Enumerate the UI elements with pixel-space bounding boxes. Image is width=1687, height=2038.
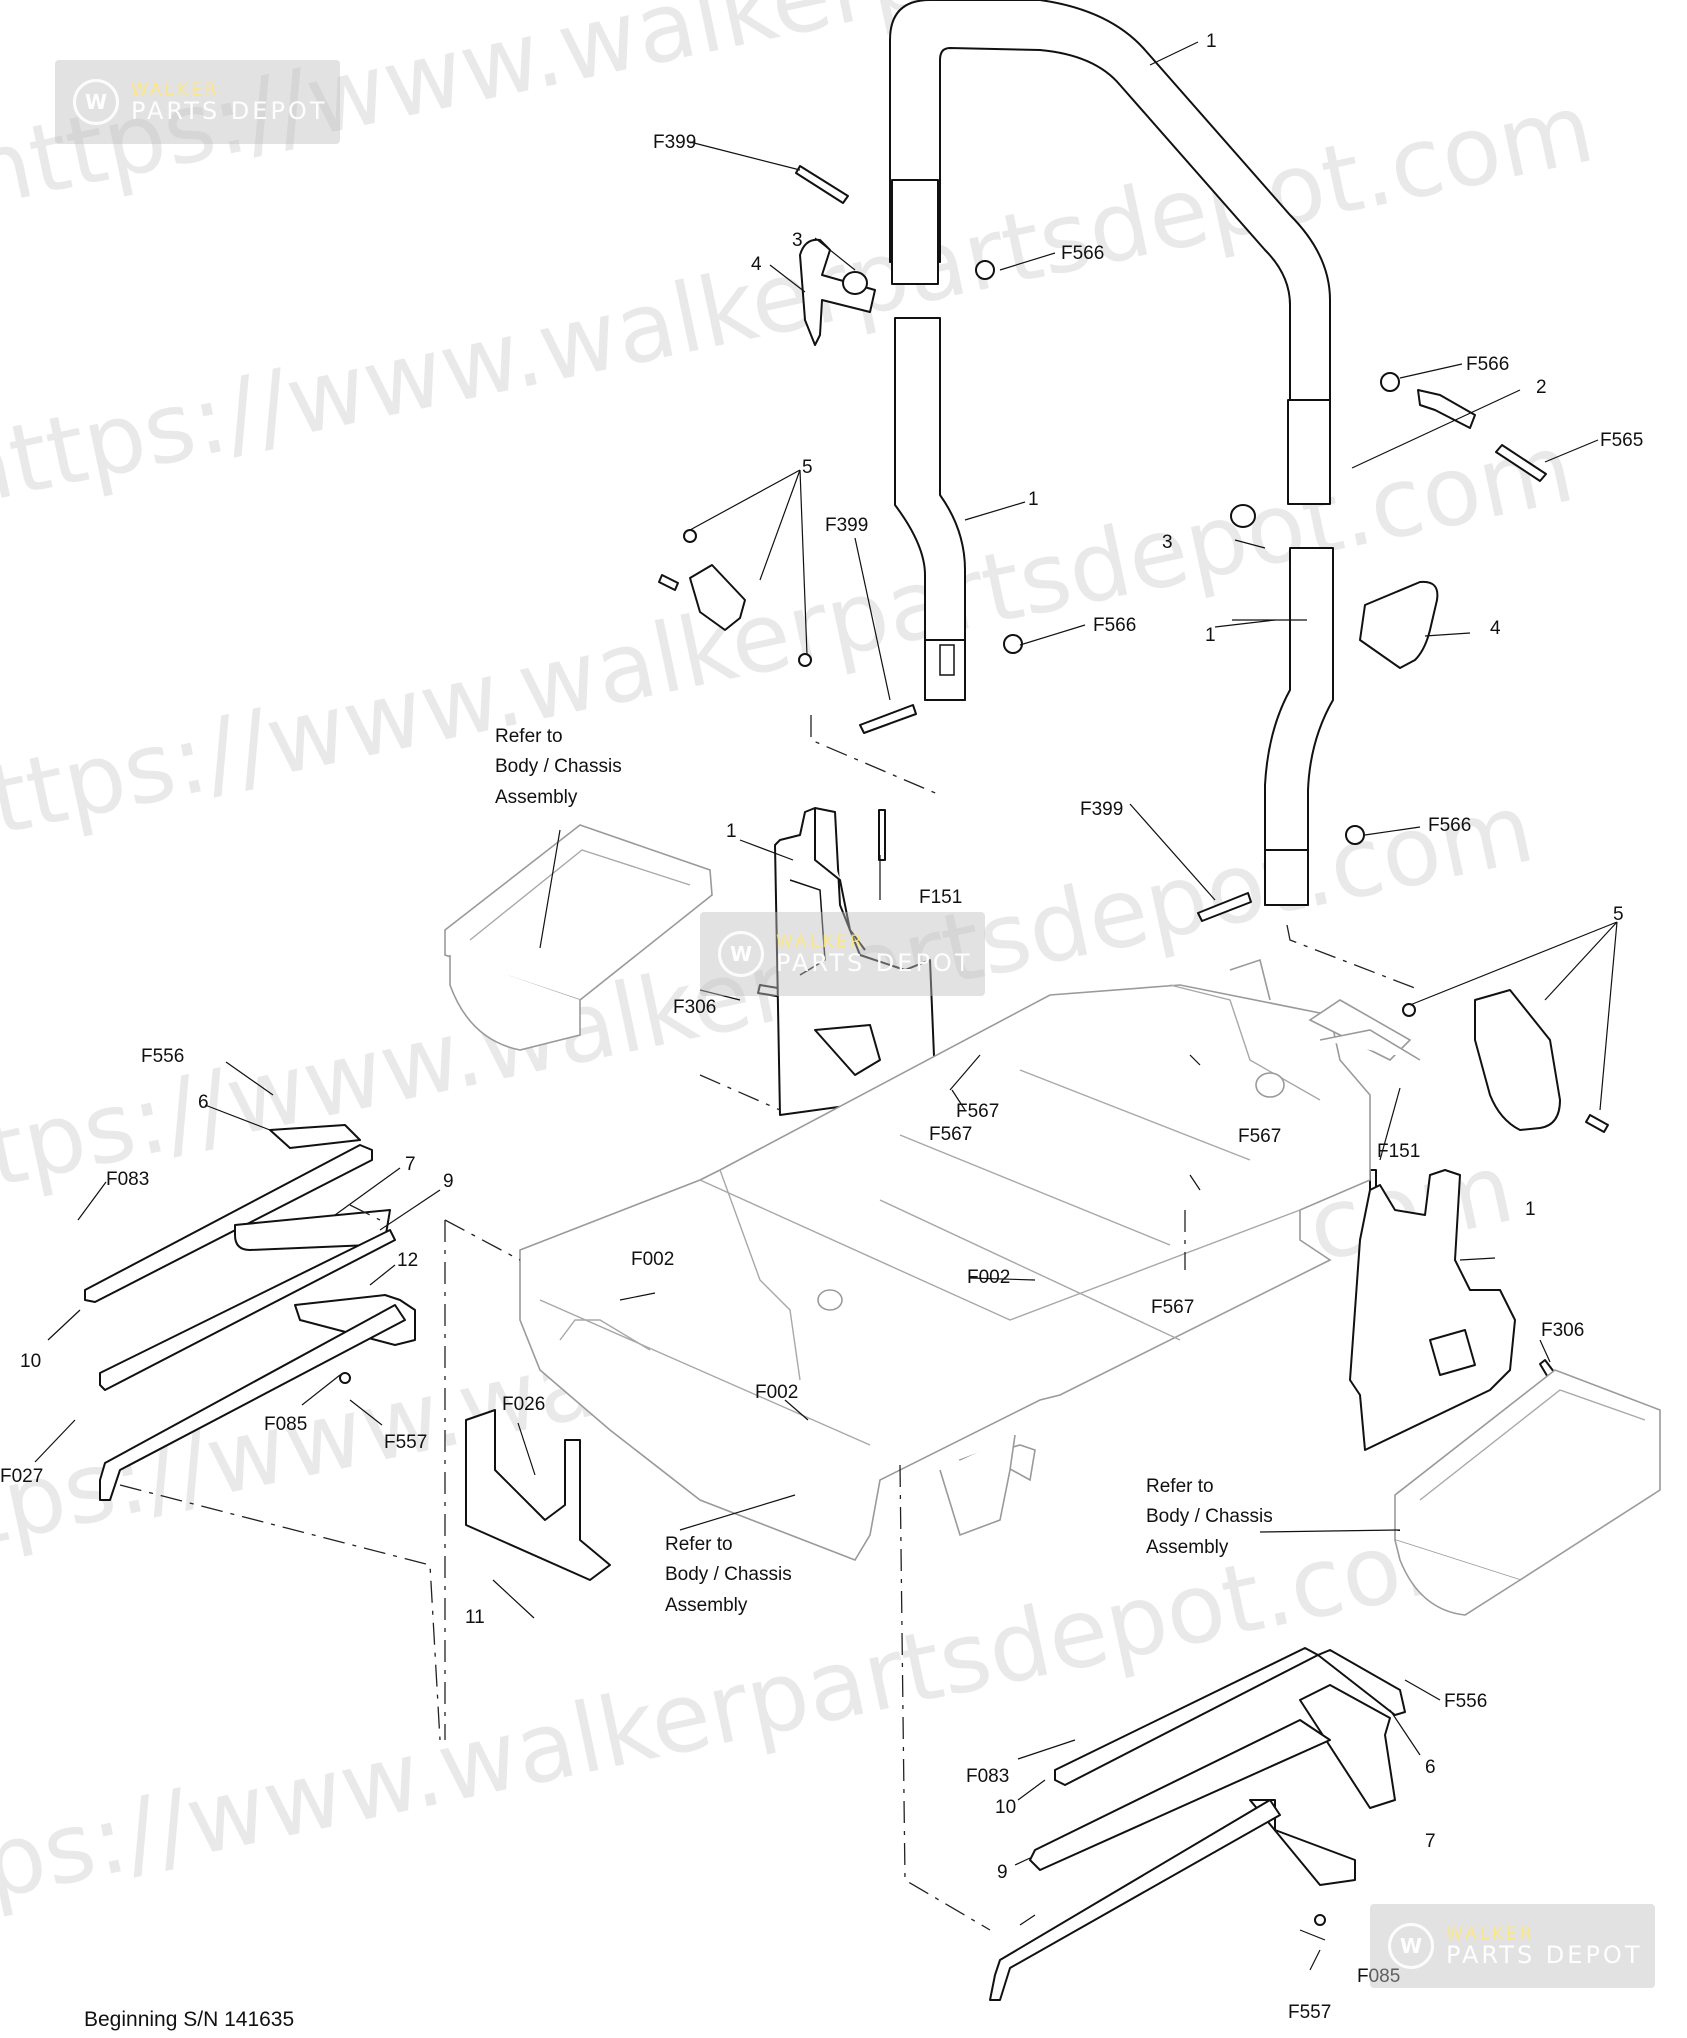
callout-12: 12: [397, 1250, 418, 1271]
callout-f306: F306: [673, 997, 716, 1018]
reference-line: Refer to: [495, 726, 563, 747]
reference-line: Refer to: [1146, 1476, 1214, 1497]
callout-f557: F557: [1288, 2002, 1331, 2023]
serial-number-note: Beginning S/N 141635: [84, 2008, 295, 2031]
reference-line: Assembly: [665, 1595, 748, 1616]
roll-bar-right-upright: [1264, 547, 1334, 906]
reference-line: Refer to: [665, 1534, 733, 1555]
reference-line: Body / Chassis: [1146, 1506, 1273, 1527]
bracket-2: [1417, 389, 1476, 429]
callout-f565: F565: [1600, 430, 1643, 451]
leader-lines: [34, 41, 1618, 1971]
callout-f083: F083: [966, 1766, 1009, 1787]
callout-10: 10: [20, 1351, 41, 1372]
callout-1: 1: [1206, 31, 1217, 52]
callout-11: 11: [465, 1607, 485, 1628]
callout-6: 6: [1425, 1757, 1436, 1778]
callout-f085: F085: [264, 1414, 307, 1435]
callout-f566: F566: [1061, 243, 1104, 264]
callout-f556: F556: [141, 1046, 184, 1067]
reference-line: Assembly: [1146, 1537, 1229, 1558]
assembly-lines: [119, 715, 1421, 1931]
reference-note-a: Refer to Body / Chassis Assembly: [495, 726, 622, 808]
callout-1: 1: [1028, 489, 1039, 510]
reference-line: Body / Chassis: [665, 1564, 792, 1585]
bolts: [658, 165, 1609, 1385]
callout-f002: F002: [755, 1382, 798, 1403]
callout-3: 3: [1162, 532, 1173, 553]
callout-f151: F151: [1377, 1141, 1420, 1162]
callout-f567: F567: [956, 1101, 999, 1122]
callout-f567: F567: [929, 1124, 972, 1145]
callout-9: 9: [997, 1862, 1008, 1883]
reference-line: Body / Chassis: [495, 756, 622, 777]
callout-f556: F556: [1444, 1691, 1487, 1712]
callout-f557: F557: [384, 1432, 427, 1453]
callout-1: 1: [1525, 1199, 1536, 1220]
rops-bracket-right: [1349, 1169, 1516, 1451]
callout-5: 5: [802, 457, 813, 478]
callout-f026: F026: [502, 1394, 545, 1415]
callout-f002: F002: [631, 1249, 674, 1270]
chassis-reference: [519, 958, 1421, 1561]
reference-note-b: Refer to Body / Chassis Assembly: [665, 1534, 792, 1616]
roll-bar-hoop: [889, 0, 1331, 505]
callout-labels: 1 F399 3 F566 4 F566 2 F565 5 1 3 F399 F…: [0, 31, 1643, 2023]
callout-2: 2: [1536, 377, 1547, 398]
handle-5-right: [1474, 989, 1561, 1131]
rear-shield-11: [465, 1409, 611, 1581]
callout-f399: F399: [653, 132, 696, 153]
callout-f002: F002: [967, 1267, 1010, 1288]
latch-pin-left: [799, 238, 1439, 669]
callout-3: 3: [792, 230, 803, 251]
callout-4: 4: [1490, 618, 1501, 639]
callout-f567: F567: [1151, 1297, 1194, 1318]
callout-f027: F027: [0, 1466, 43, 1487]
fender-plates-right: [989, 1647, 1406, 2001]
fender-box-right: [1394, 1369, 1661, 1616]
fender-plates-left: [84, 1124, 416, 1501]
roll-bar-left-upright: [894, 317, 966, 701]
callout-5: 5: [1613, 904, 1624, 925]
callout-4: 4: [751, 254, 762, 275]
callout-f306: F306: [1541, 1320, 1584, 1341]
callout-f566: F566: [1466, 354, 1509, 375]
callout-9: 9: [443, 1171, 454, 1192]
reference-note-c: Refer to Body / Chassis Assembly: [1146, 1476, 1273, 1558]
rops-bracket-left: [774, 807, 936, 1116]
callout-f085: F085: [1357, 1966, 1400, 1987]
callout-7: 7: [1425, 1831, 1436, 1852]
callout-6: 6: [198, 1092, 209, 1113]
callout-f566: F566: [1093, 615, 1136, 636]
callout-1: 1: [726, 821, 737, 842]
reference-line: Assembly: [495, 787, 578, 808]
callout-7: 7: [405, 1154, 416, 1175]
callout-f399: F399: [825, 515, 868, 536]
fender-box-left: [444, 824, 713, 1051]
callout-f566: F566: [1428, 815, 1471, 836]
callout-10: 10: [995, 1797, 1016, 1818]
handle-5-left: [689, 564, 746, 631]
callout-1: 1: [1205, 625, 1216, 646]
callout-f399: F399: [1080, 799, 1123, 820]
callout-f083: F083: [106, 1169, 149, 1190]
callout-f567: F567: [1238, 1126, 1281, 1147]
callout-f151: F151: [919, 887, 962, 908]
